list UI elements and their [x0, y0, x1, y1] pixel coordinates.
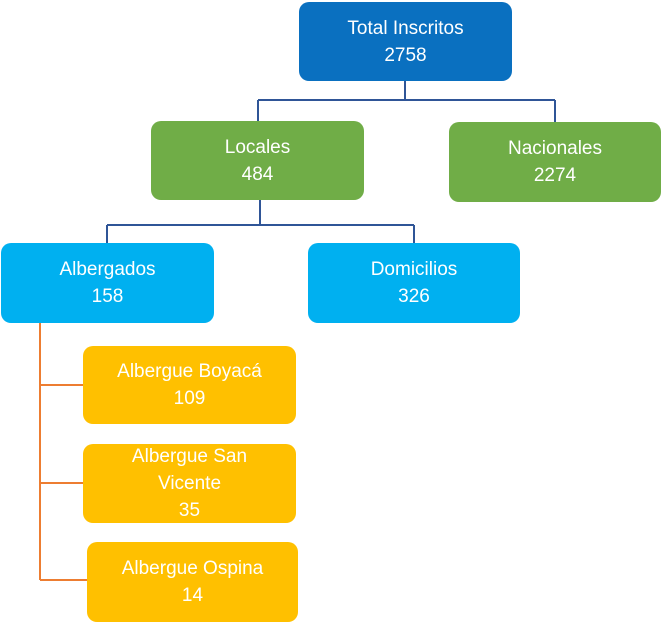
node-value: 109: [173, 388, 206, 409]
node-nacionales: Nacionales 2274: [449, 122, 661, 202]
node-value: 158: [91, 286, 124, 307]
node-value: 326: [398, 286, 430, 307]
node-albergados: Albergados 158: [1, 243, 214, 323]
node-label: Albergue Ospina: [121, 558, 264, 579]
node-albergue-san-vicente: Albergue San Vicente 35: [83, 444, 296, 523]
node-label: Nacionales: [508, 138, 602, 159]
node-albergue-ospina: Albergue Ospina 14: [87, 542, 298, 622]
node-value: 2758: [384, 44, 427, 66]
node-label-line1: Albergue San: [131, 446, 248, 467]
node-label: Albergados: [59, 259, 156, 280]
node-label: Locales: [224, 136, 291, 158]
connector-locales-to-level2: [106, 200, 415, 243]
node-albergue-boyaca: Albergue Boyacá 109: [83, 346, 296, 424]
node-locales: Locales 484: [151, 121, 364, 200]
node-domicilios: Domicilios 326: [308, 243, 520, 323]
node-value: 14: [181, 585, 204, 606]
node-label: Total Inscritos: [347, 17, 464, 39]
node-label-line2: Vicente: [157, 473, 222, 494]
connector-albergados-to-albergues: [39, 323, 88, 581]
node-label: Domicilios: [370, 259, 458, 280]
node-total-inscritos: Total Inscritos 2758: [299, 2, 512, 81]
node-value: 2274: [533, 165, 577, 186]
node-value: 484: [241, 163, 274, 185]
connector-total-to-level1: [257, 80, 556, 122]
node-value: 35: [178, 500, 201, 521]
node-label: Albergue Boyacá: [117, 361, 262, 382]
